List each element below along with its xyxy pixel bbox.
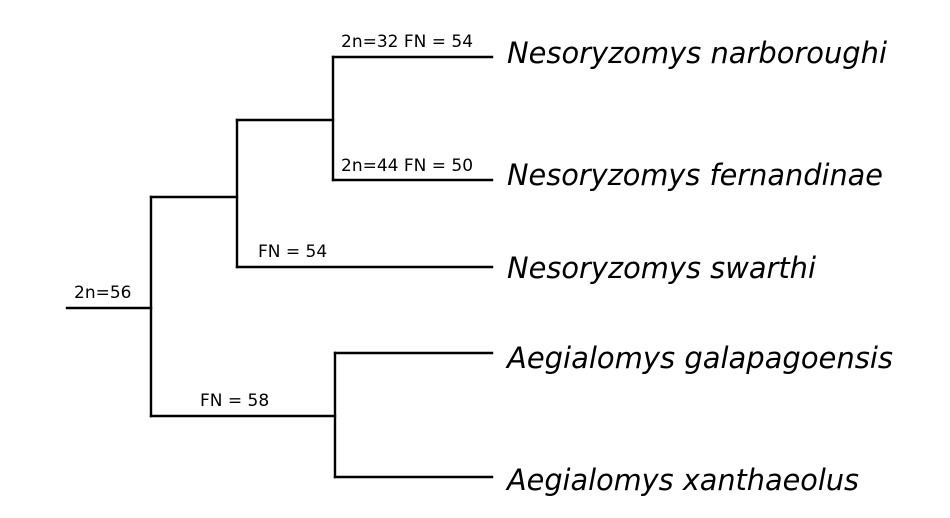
aegialomys-node-label: FN = 58 (200, 391, 269, 411)
taxon-label-fernandinae: Nesoryzomys fernandinae (507, 158, 883, 192)
taxon-label-galapagoensis: Aegialomys galapagoensis (505, 341, 893, 375)
root-node-label: 2n=56 (74, 283, 131, 303)
narboroughi-node-label: 2n=32 FN = 54 (341, 32, 473, 52)
swarthi-node-label: FN = 54 (258, 242, 327, 262)
fernandinae-node-label: 2n=44 FN = 50 (341, 156, 473, 176)
taxon-label-swarthi: Nesoryzomys swarthi (507, 251, 816, 285)
taxon-label-xanthaeolus: Aegialomys xanthaeolus (505, 463, 859, 497)
taxon-label-narboroughi: Nesoryzomys narboroughi (507, 36, 887, 70)
